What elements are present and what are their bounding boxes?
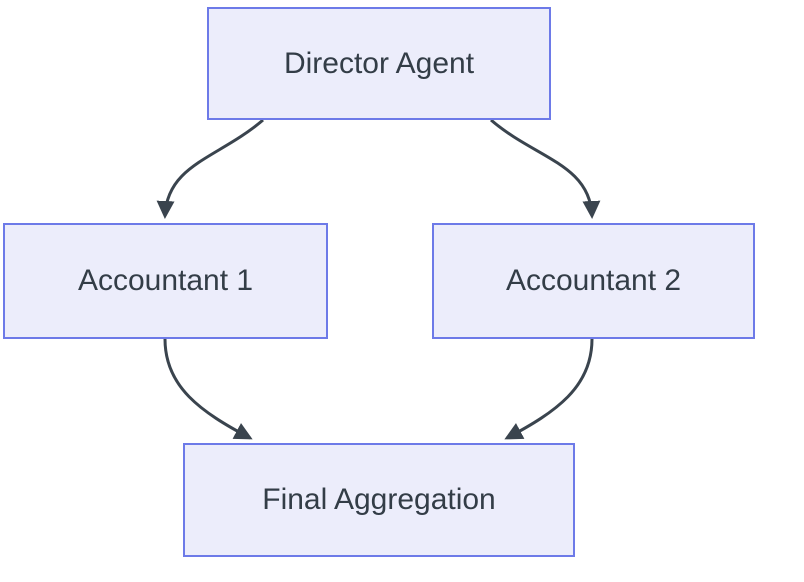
node-director-agent-label: Director Agent [283, 46, 475, 80]
node-accountant-2: Accountant 2 [432, 223, 755, 339]
node-accountant-1: Accountant 1 [3, 223, 328, 339]
edge-accountant1-to-final [163, 338, 253, 440]
node-accountant-2-label: Accountant 2 [505, 264, 682, 297]
edge-director-to-accountant2 [490, 118, 601, 219]
node-final-aggregation-label: Final Aggregation [262, 483, 496, 516]
edge-director-to-accountant1 [156, 118, 264, 219]
node-director-agent: Director Agent [207, 7, 551, 120]
edge-accountant2-to-final [504, 338, 594, 440]
node-final-aggregation: Final Aggregation [183, 443, 575, 557]
node-accountant-1-label: Accountant 1 [77, 264, 254, 297]
